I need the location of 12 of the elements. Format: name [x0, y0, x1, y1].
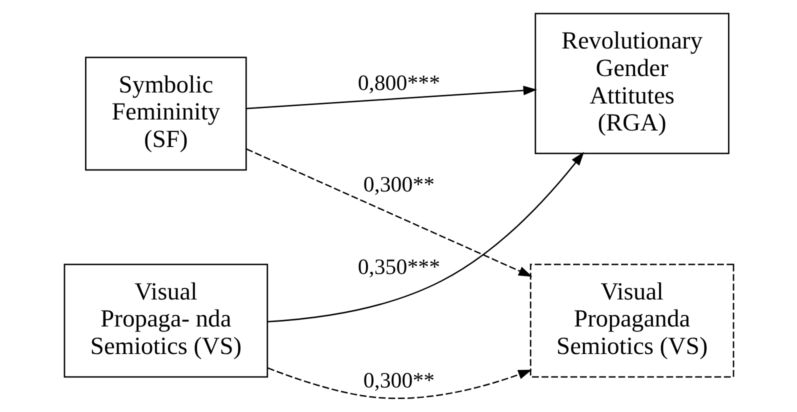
arrow — [246, 148, 532, 277]
node-box: Visual Propaganda Semiotics (VS) — [529, 264, 734, 378]
node-box: Revolutionary Gender Attitutes (RGA) — [534, 12, 729, 154]
arrow — [246, 86, 537, 110]
edge-label: 0,350*** — [357, 254, 440, 279]
edge-label: 0,300** — [362, 172, 434, 197]
edge-label: 0,300** — [362, 368, 434, 393]
arrow — [267, 152, 584, 322]
edge-label: 0,800*** — [357, 70, 440, 96]
arrow — [267, 367, 532, 400]
node-box: Symbolic Femininity (SF) — [84, 56, 246, 171]
node-box: Visual Propaga- nda Semiotics (VS) — [63, 264, 268, 378]
